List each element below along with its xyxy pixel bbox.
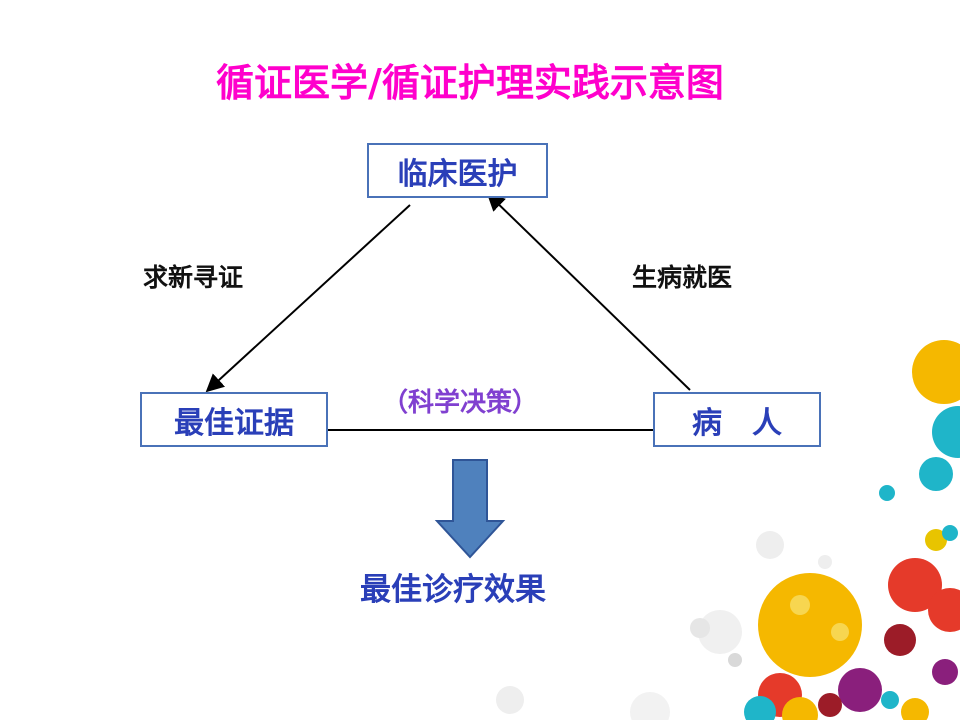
dark-red-circle — [884, 624, 916, 656]
yellow-circle — [782, 697, 818, 720]
outcome-label: 最佳诊疗效果 — [360, 572, 546, 608]
yellow-circle — [912, 340, 960, 404]
down-arrow-icon — [434, 459, 506, 559]
arrow-patient-to-clinical — [486, 192, 691, 391]
page-title: 循证医学/循证护理实践示意图 — [216, 61, 724, 105]
teal-dot — [942, 525, 958, 541]
grey-dot — [728, 653, 742, 667]
edge-label-seek-evidence: 求新寻证 — [143, 263, 244, 292]
grey-circle — [630, 692, 670, 720]
teal-dot — [879, 485, 895, 501]
red-circle — [888, 558, 942, 612]
arrow-clinical-to-evidence — [205, 204, 411, 393]
red-circle — [928, 588, 960, 632]
purple-circle — [838, 668, 882, 712]
purple-dot — [932, 659, 958, 685]
node-clinical-care: 临床医护 — [367, 143, 548, 198]
large-yellow-circle — [758, 573, 862, 677]
teal-dot — [881, 691, 899, 709]
yellow-dot — [790, 595, 810, 615]
node-best-evidence: 最佳证据 — [140, 392, 328, 447]
yellow-dot — [901, 698, 929, 720]
grey-circle — [496, 686, 524, 714]
dark-red-dot — [818, 693, 842, 717]
grey-dot — [690, 618, 710, 638]
grey-dot — [818, 555, 832, 569]
teal-circle — [744, 696, 776, 720]
edge-label-seek-treatment: 生病就医 — [632, 263, 733, 292]
grey-circle — [756, 531, 784, 559]
edge-label-scientific-decision: （科学决策） — [382, 388, 539, 418]
grey-circle — [698, 610, 742, 654]
teal-circle — [932, 406, 960, 458]
teal-circle — [919, 457, 953, 491]
yellow-dot — [925, 529, 947, 551]
yellow-dot — [831, 623, 849, 641]
node-patient: 病 人 — [653, 392, 821, 447]
